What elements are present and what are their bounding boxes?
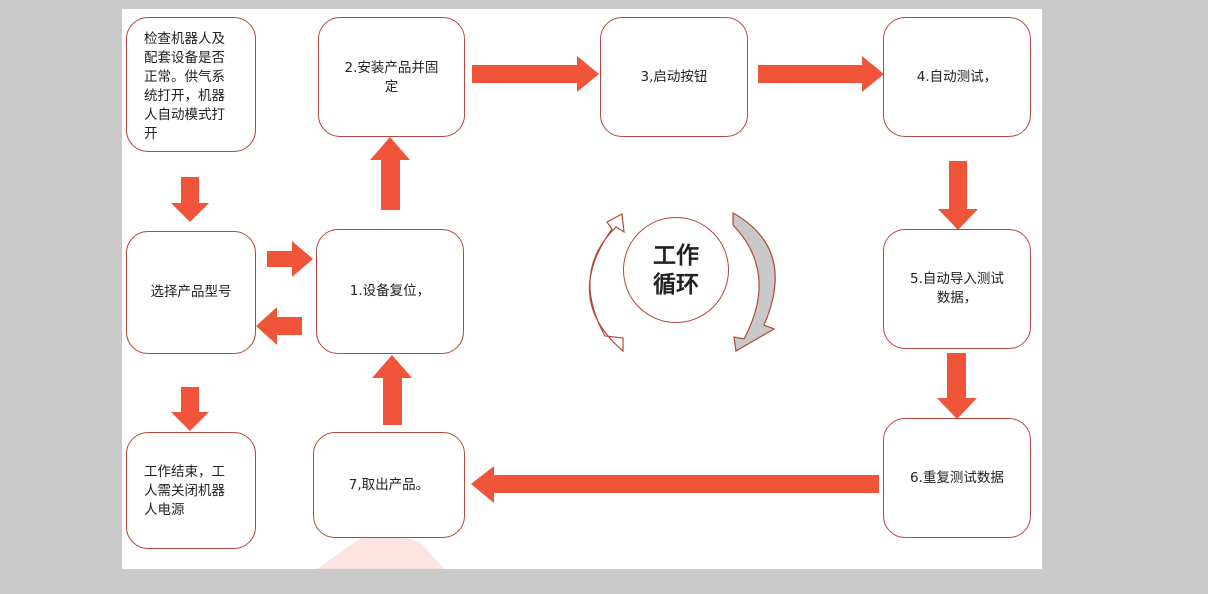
step-7-label: 7,取出产品。 bbox=[348, 476, 430, 493]
cycle-arrow-left bbox=[588, 213, 625, 353]
step-6-repeat-test: 6.重复测试数据 bbox=[883, 418, 1031, 538]
arrow-step1-to-step2 bbox=[370, 137, 410, 210]
flowchart-canvas: 检查机器人及 配套设备是否 正常。供气系 统打开，机器 人自动模式打 开 选择产… bbox=[122, 9, 1042, 569]
step-3-label: 3,启动按钮 bbox=[640, 68, 708, 85]
step-2-install: 2.安装产品并固 定 bbox=[318, 17, 465, 137]
step-5-import-data: 5.自动导入测试 数据， bbox=[883, 229, 1031, 349]
arrow-step2-to-step3 bbox=[472, 56, 599, 92]
background-decoration bbox=[317, 534, 444, 569]
step-4-auto-test: 4.自动测试， bbox=[883, 17, 1031, 137]
arrow-select-to-end bbox=[171, 387, 209, 431]
arrow-step7-to-step1 bbox=[372, 355, 412, 425]
step-3-start: 3,启动按钮 bbox=[600, 17, 748, 137]
step-end-label: 工作结束，工 人需关闭机器 人电源 bbox=[144, 464, 225, 518]
arrow-step5-to-step6 bbox=[937, 353, 977, 419]
step-1-reset: 1.设备复位， bbox=[316, 229, 464, 354]
arrow-select-to-step1 bbox=[267, 241, 313, 277]
arrow-check-to-select bbox=[171, 177, 209, 222]
step-end: 工作结束，工 人需关闭机器 人电源 bbox=[126, 432, 256, 549]
arrow-step3-to-step4 bbox=[758, 56, 884, 92]
flow-arrows bbox=[171, 56, 978, 503]
step-6-label: 6.重复测试数据 bbox=[910, 469, 1004, 486]
arrow-step1-to-select bbox=[256, 307, 302, 345]
cycle-arrow-right bbox=[732, 211, 776, 352]
step-1-label: 1.设备复位， bbox=[349, 283, 431, 299]
arrow-step6-to-step7 bbox=[471, 466, 879, 503]
step-7-remove-product: 7,取出产品。 bbox=[313, 432, 465, 538]
step-4-label: 4.自动测试， bbox=[916, 68, 998, 85]
work-cycle-label: 工作 循环 bbox=[623, 217, 729, 323]
step-5-label: 5.自动导入测试 数据， bbox=[910, 271, 1004, 306]
step-check-equipment-label: 检查机器人及 配套设备是否 正常。供气系 统打开，机器 人自动模式打 开 bbox=[144, 31, 225, 142]
arrow-step4-to-step5 bbox=[938, 161, 978, 230]
step-2-label: 2.安装产品并固 定 bbox=[344, 60, 439, 95]
work-cycle-text: 工作 循环 bbox=[653, 242, 699, 298]
step-select-model-label: 选择产品型号 bbox=[150, 284, 232, 300]
step-select-model: 选择产品型号 bbox=[126, 231, 256, 354]
step-check-equipment: 检查机器人及 配套设备是否 正常。供气系 统打开，机器 人自动模式打 开 bbox=[126, 17, 256, 152]
